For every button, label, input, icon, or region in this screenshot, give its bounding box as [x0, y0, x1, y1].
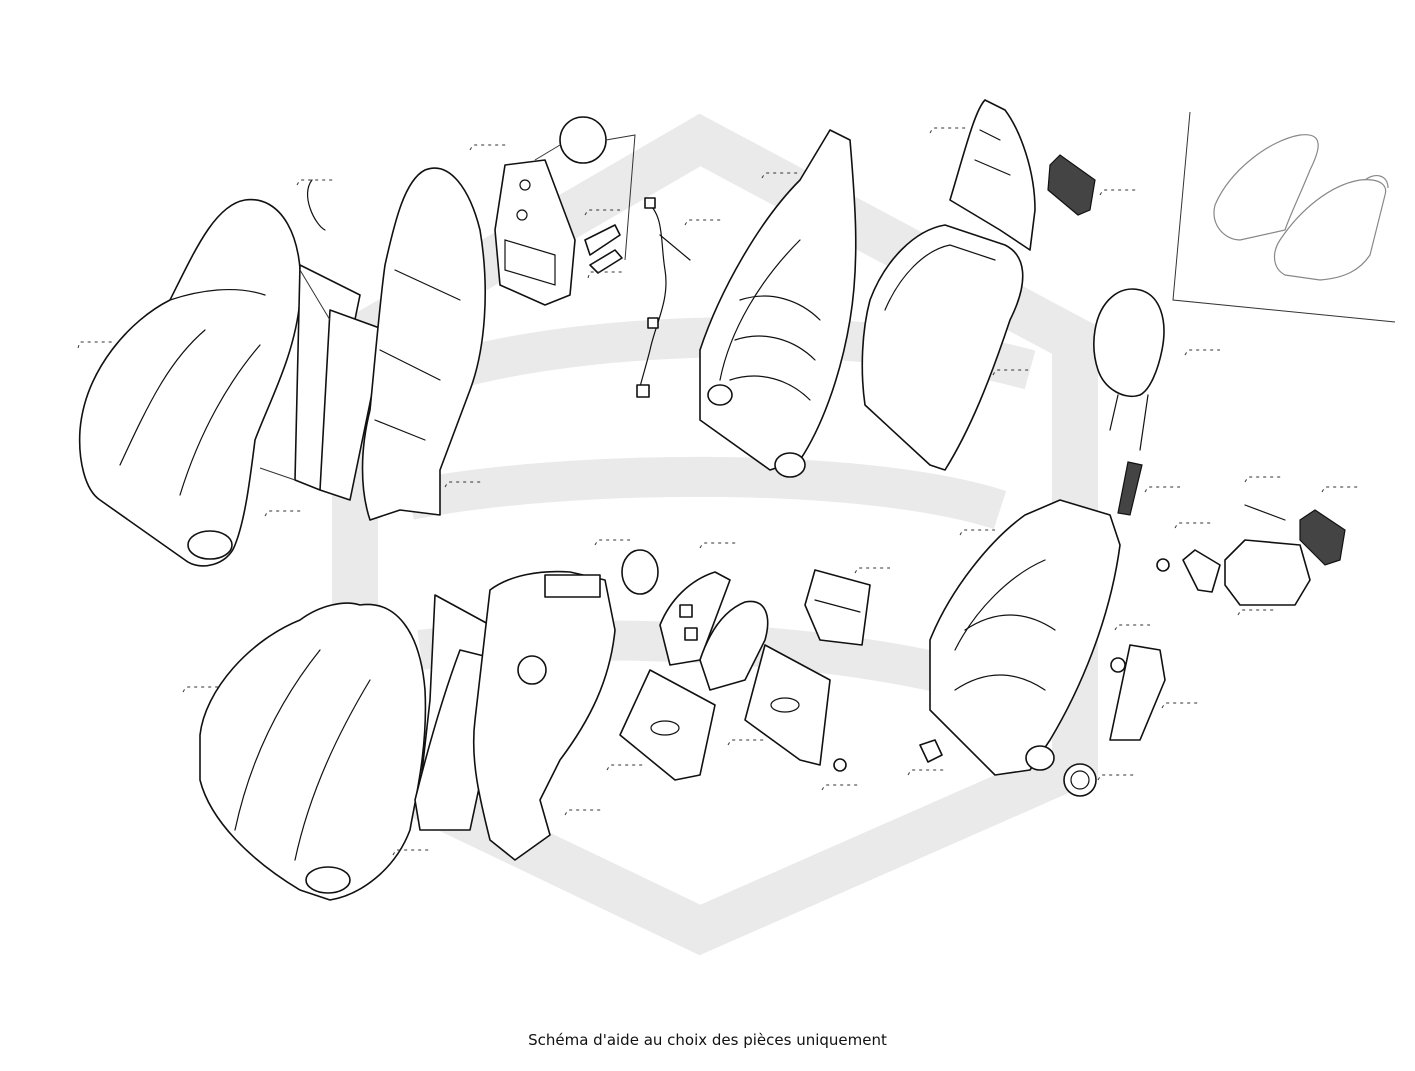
- gear-ring: [1063, 763, 1097, 797]
- fastener-screw: [833, 758, 847, 772]
- part-callouts: [77, 127, 1360, 856]
- recliner-spring: [621, 549, 659, 595]
- detail-leader: [534, 134, 636, 261]
- seat-module-box: [804, 569, 871, 646]
- side-cover-panel: [619, 669, 716, 781]
- backrest-frame-lower: [929, 499, 1121, 776]
- wiring-harness: [636, 197, 691, 398]
- seat-location-thumbnail-icon: [1172, 111, 1396, 323]
- motor-actuator: [1156, 504, 1346, 606]
- headrest: [1092, 288, 1165, 451]
- backrest-shell-lower: [472, 570, 616, 861]
- clip-small: [919, 739, 943, 763]
- adjuster-handle: [1109, 644, 1166, 741]
- switch-clip: [584, 224, 623, 274]
- lumbar-cover: [949, 99, 1036, 251]
- switch-panel: [659, 571, 769, 691]
- backrest-foam-shell: [361, 167, 486, 521]
- backrest-cover-lower: [199, 602, 427, 901]
- side-trim-strips: [294, 179, 386, 501]
- backrest-frame-upper: [699, 129, 857, 478]
- diagram-caption: Schéma d'aide au choix des pièces unique…: [528, 1031, 887, 1049]
- leader-lines: [259, 269, 331, 481]
- side-trim-panel: [744, 644, 831, 766]
- airbag-bracket: [494, 159, 576, 306]
- control-module: [1047, 154, 1096, 216]
- backrest-cover-upper: [78, 198, 302, 567]
- backrest-rear-panel: [861, 224, 1024, 471]
- detail-magnifier-circle: [559, 116, 607, 164]
- grip-bushing: [1117, 461, 1143, 516]
